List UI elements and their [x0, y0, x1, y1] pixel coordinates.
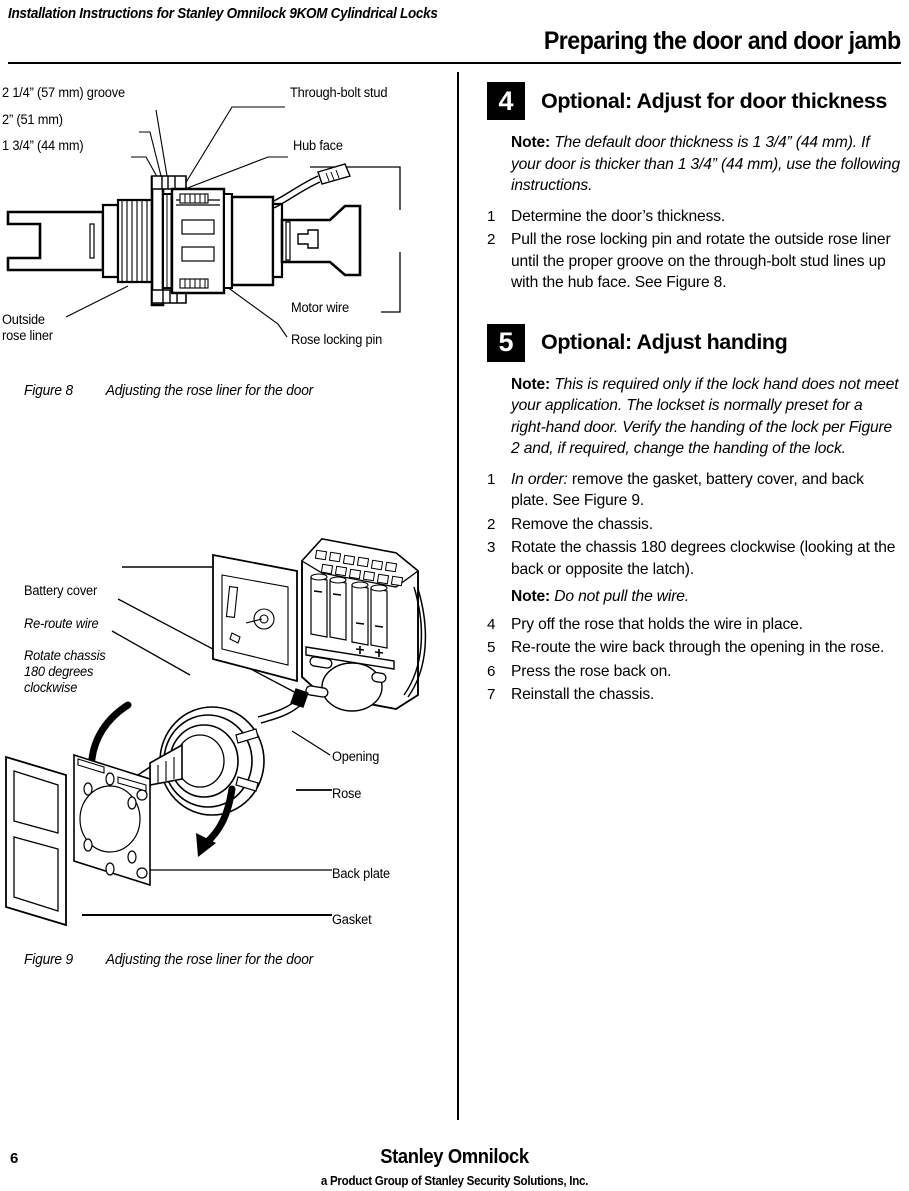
label-rotate-chassis-line3: clockwise — [24, 680, 78, 695]
list-item: 7 Reinstall the chassis. — [487, 684, 901, 706]
section-spacer — [487, 296, 901, 322]
figure-8-caption: Figure 8 Adjusting the rose liner for the… — [24, 383, 313, 399]
step-4-note-text: The default door thickness is 1 3/4” (44… — [511, 134, 900, 194]
label-opening: Opening — [332, 749, 380, 764]
step-5-note: Note: This is required only if the lock … — [511, 374, 901, 460]
step-5-item-2-text: Remove the chassis. — [511, 515, 653, 533]
step-5-heading: 5 Optional: Adjust handing — [487, 323, 901, 362]
step-5-item-1-index: 1 — [487, 470, 496, 488]
label-rose-locking-pin: Rose locking pin — [291, 332, 383, 347]
list-item: 3 Rotate the chassis 180 degrees clockwi… — [487, 537, 901, 580]
document-running-header: Installation Instructions for Stanley Om… — [8, 6, 438, 22]
list-item: 2 Pull the rose locking pin and rotate t… — [487, 229, 901, 294]
figure-9-caption: Figure 9 Adjusting the rose liner for the… — [24, 952, 313, 968]
step-5-title: Optional: Adjust handing — [541, 330, 788, 354]
label-battery-cover: Battery cover — [24, 583, 98, 598]
label-groove-2-1-4: 2 1/4” (57 mm) groove — [2, 85, 125, 100]
label-outside-rose-liner-line2: rose liner — [2, 328, 53, 343]
step-5-item-6-text: Press the rose back on. — [511, 662, 672, 680]
step-5-item-1-emphasis: In order: — [511, 470, 568, 488]
list-item: 4 Pry off the rose that holds the wire i… — [487, 614, 901, 636]
header-rule — [8, 62, 901, 64]
step-4-heading: 4 Optional: Adjust for door thickness — [487, 82, 901, 120]
left-column: 2 1/4” (57 mm) groove 2” (51 mm) 1 3/4” … — [0, 72, 450, 1112]
step-5-note-label: Note: — [511, 375, 551, 393]
right-column: 4 Optional: Adjust for door thickness No… — [487, 80, 901, 708]
label-groove-2: 2” (51 mm) — [2, 112, 63, 127]
step-5-item-3-text: Rotate the chassis 180 degrees clockwise… — [511, 539, 896, 578]
section-title: Preparing the door and door jamb — [544, 27, 901, 55]
label-outside-rose-liner-line1: Outside — [2, 312, 45, 327]
label-rotate-chassis-line1: Rotate chassis — [24, 648, 106, 663]
step-5-note-text: This is required only if the lock hand d… — [511, 375, 899, 458]
label-gasket: Gasket — [332, 912, 372, 927]
label-back-plate: Back plate — [332, 866, 390, 881]
step-4-list: 1 Determine the door’s thickness. 2 Pull… — [487, 206, 901, 294]
step-4-item-2-text: Pull the rose locking pin and rotate the… — [511, 231, 891, 291]
list-item: 5 Re-route the wire back through the ope… — [487, 637, 901, 659]
step-4-note-label: Note: — [511, 134, 551, 151]
step-5-list: 1 In order: remove the gasket, battery c… — [487, 469, 901, 581]
step-5-item-6-index: 6 — [487, 662, 496, 680]
step-5-list-continued: 4 Pry off the rose that holds the wire i… — [487, 614, 901, 706]
list-item: 2 Remove the chassis. — [487, 514, 901, 536]
label-hub-face: Hub face — [293, 138, 343, 153]
step-5-item-4-text: Pry off the rose that holds the wire in … — [511, 615, 803, 633]
figure-9-drawing — [5, 537, 427, 927]
label-re-route-wire: Re-route wire — [24, 616, 99, 631]
step-4-item-1-text: Determine the door’s thickness. — [511, 207, 726, 225]
step-5-item-5-index: 5 — [487, 639, 496, 656]
list-item: 1 In order: remove the gasket, battery c… — [487, 469, 901, 512]
step-4-note: Note: The default door thickness is 1 3/… — [511, 132, 901, 197]
step-5-section: 5 Optional: Adjust handing Note: This is… — [487, 323, 901, 706]
label-motor-wire: Motor wire — [291, 300, 349, 315]
step-5-item-1-text: remove the gasket, battery cover, and ba… — [511, 470, 864, 510]
step-5-inline-note-text: Do not pull the wire. — [550, 588, 689, 605]
figure-8-caption-text: Adjusting the rose liner for the door — [105, 383, 314, 399]
label-through-bolt-stud: Through-bolt stud — [290, 85, 388, 100]
step-5-inline-note-label: Note: — [511, 588, 551, 605]
step-4-title: Optional: Adjust for door thickness — [541, 88, 887, 113]
step-5-item-2-index: 2 — [487, 515, 496, 533]
step-5-item-5-text: Re-route the wire back through the openi… — [511, 639, 885, 656]
list-item: 1 Determine the door’s thickness. — [487, 206, 901, 228]
step-4-item-1-index: 1 — [487, 207, 496, 225]
figure-8-caption-number: Figure 8 — [24, 383, 74, 399]
step-4-item-2-index: 2 — [487, 231, 496, 248]
footer-brand: Stanley Omnilock — [380, 1146, 529, 1168]
step-5-number-badge: 5 — [487, 323, 525, 362]
footer-brand-subtitle: a Product Group of Stanley Security Solu… — [320, 1174, 589, 1188]
figure-9-caption-text: Adjusting the rose liner for the door — [105, 952, 314, 968]
figure-9-caption-number: Figure 9 — [24, 952, 74, 968]
list-item: 6 Press the rose back on. — [487, 661, 901, 683]
step-5-item-4-index: 4 — [487, 615, 496, 633]
column-divider — [457, 72, 459, 1120]
step-4-section: 4 Optional: Adjust for door thickness No… — [487, 82, 901, 294]
step-5-item-7-index: 7 — [487, 686, 496, 703]
label-rotate-chassis-line2: 180 degrees — [24, 664, 94, 679]
step-5-item-3-index: 3 — [487, 539, 496, 556]
step-5-item-7-text: Reinstall the chassis. — [511, 686, 655, 703]
step-4-number-badge: 4 — [487, 82, 525, 120]
label-rose: Rose — [332, 786, 362, 801]
figure-8-drawing — [6, 106, 401, 338]
label-groove-1-3-4: 1 3/4” (44 mm) — [2, 138, 84, 153]
page-number: 6 — [10, 1150, 19, 1167]
step-5-inline-note: Note: Do not pull the wire. — [511, 586, 901, 608]
